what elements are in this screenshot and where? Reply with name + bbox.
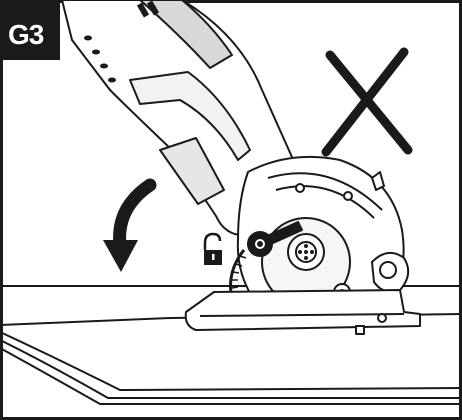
unlock-padlock-icon: [203, 232, 222, 265]
base-plate: [184, 289, 421, 331]
vent-slots: [84, 0, 160, 83]
base-plate-edge: [199, 313, 405, 317]
workpiece-bevel-edge-1: [0, 331, 462, 392]
switch-panel: [159, 137, 225, 205]
workpiece-bevel-edge-2: [0, 339, 462, 399]
circular-saw: [61, 0, 421, 335]
figure-label: G3: [8, 19, 44, 50]
guard-screw-1: [295, 183, 305, 193]
base-plate-screw: [377, 313, 387, 323]
guard-screw-2: [343, 191, 353, 201]
x-mark-icon: [321, 47, 413, 157]
label-badge-bg: [0, 0, 60, 60]
arbor-holes: [298, 244, 314, 260]
handle-side-panel: [129, 71, 251, 161]
curved-arrow-down-icon: [103, 178, 157, 272]
dust-port-opening: [379, 261, 397, 279]
workpiece-bevel-edge-3: [0, 347, 462, 405]
guard-rib-2: [275, 185, 375, 219]
grip-panel: [139, 0, 233, 69]
base-plate-tab: [355, 325, 365, 335]
figure-label-badge: G3: [0, 0, 60, 60]
guard-knob: [371, 171, 385, 191]
guard-rib-1: [267, 172, 383, 211]
bevel-lock-lever: [247, 221, 303, 257]
